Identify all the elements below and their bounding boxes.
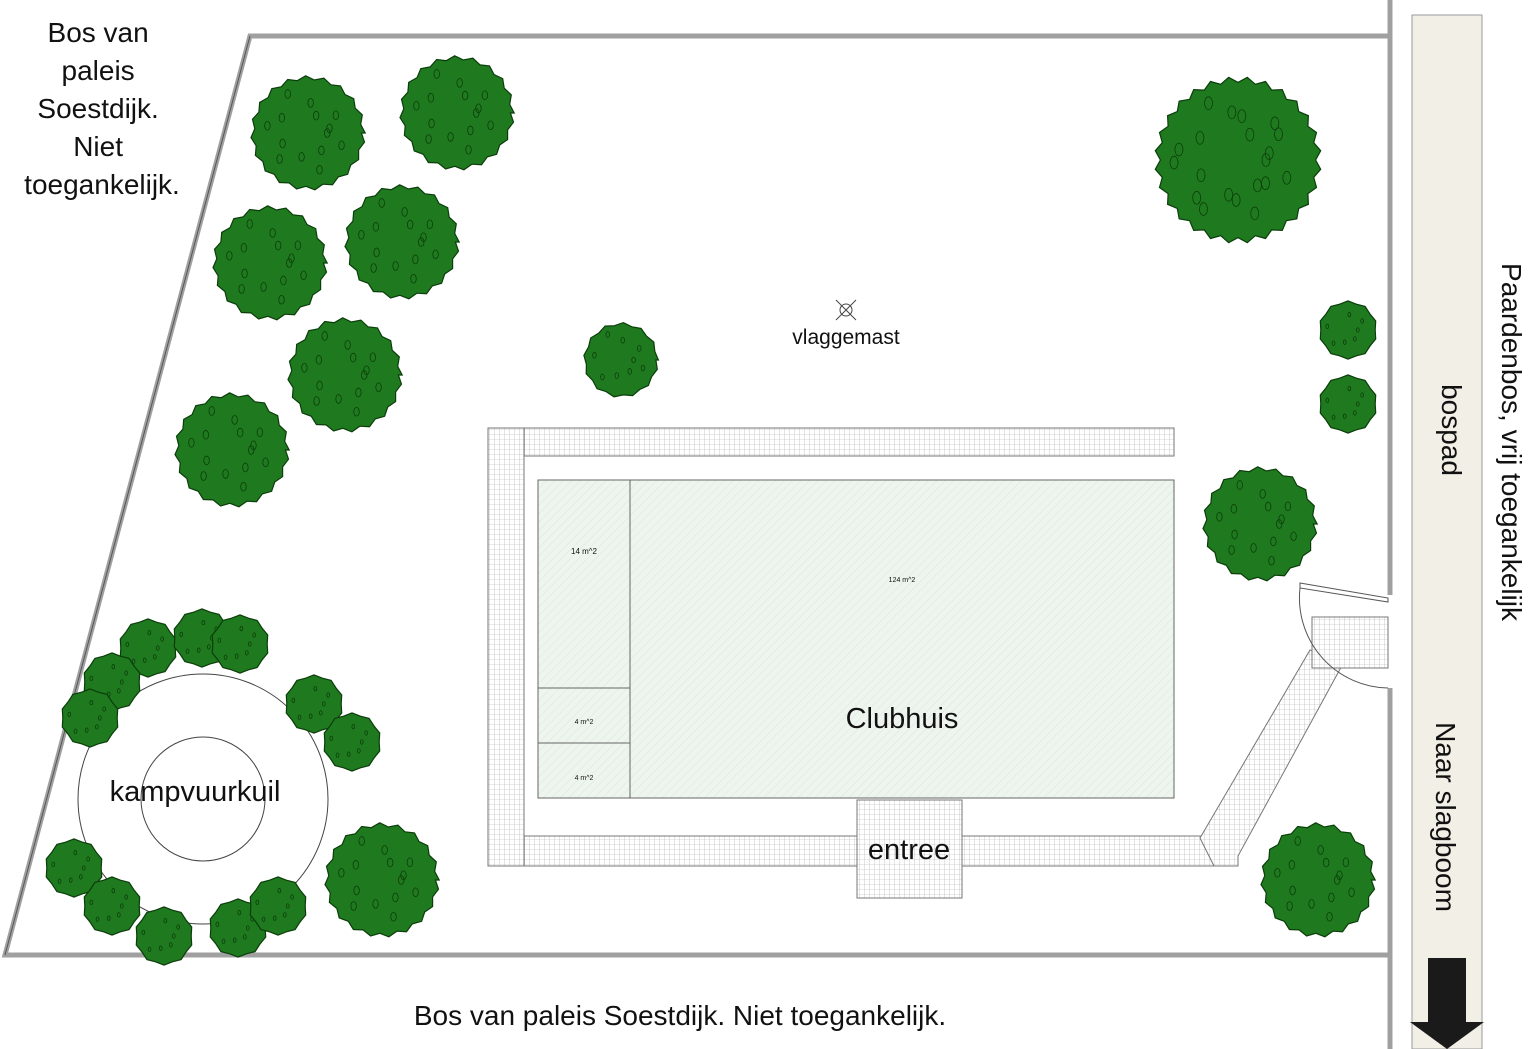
label-campfire: kampvuurkuil (110, 776, 281, 808)
label-bottom-forest: Bos van paleis Soestdijk. Niet toegankel… (414, 1000, 946, 1031)
tree-icon (61, 688, 119, 748)
tree-icon (250, 75, 367, 191)
label-entrance: entree (868, 834, 950, 866)
tree-icon (249, 876, 307, 936)
label-room-large: 124 m^2 (889, 577, 916, 584)
label-right-forest: Paardenbos, vrij toegankelijk (1496, 263, 1527, 622)
tree-icon (1202, 466, 1319, 582)
arrow-down-icon (1410, 958, 1484, 1049)
flagpole-icon (835, 299, 857, 321)
tree-icon (399, 55, 516, 171)
tree-icon (119, 618, 177, 678)
tree-icon (1319, 374, 1377, 434)
campfire-pit (77, 673, 329, 925)
label-path: bospad (1436, 384, 1467, 476)
label-room-small-mid: 4 m^2 (575, 719, 594, 726)
tree-icon (1319, 300, 1377, 360)
tree-icon (174, 392, 291, 508)
tree-icon (211, 614, 269, 674)
tree-icon (1260, 822, 1377, 938)
label-flagpole: vlaggemast (792, 326, 900, 349)
tree-icon (135, 906, 193, 966)
label-top-left-forest: Bos van paleis Soestdijk. Niet toegankel… (24, 17, 180, 200)
tree-icon (583, 321, 660, 398)
forest-path-strip (1411, 14, 1483, 1049)
label-room-small-bottom: 4 m^2 (575, 775, 594, 782)
label-clubhouse: Clubhuis (846, 703, 959, 735)
gate (1298, 582, 1389, 689)
label-barrier: Naar slagboom (1430, 722, 1461, 912)
trees (45, 55, 1377, 966)
tree-icon (324, 822, 441, 938)
entrance-area (856, 799, 963, 899)
tree-icon (287, 317, 404, 433)
tree-icon (323, 712, 381, 772)
tree-icon (1154, 76, 1322, 244)
tree-icon (212, 205, 329, 321)
label-room-small-top: 14 m^2 (571, 547, 598, 556)
clubhouse-building (537, 479, 1175, 799)
tree-icon (83, 876, 141, 936)
tree-icon (344, 184, 461, 300)
site-boundary (1, 0, 1393, 1049)
